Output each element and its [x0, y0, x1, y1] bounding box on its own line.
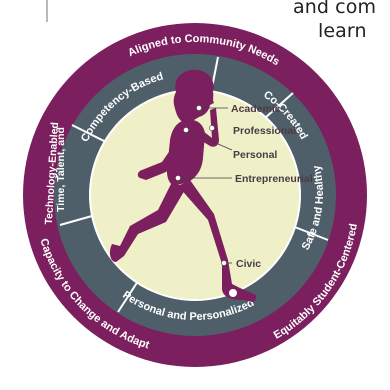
- label-professional: Professional: [233, 125, 296, 137]
- divider-bottom-left: [117, 277, 141, 313]
- running-person-icon: [109, 69, 257, 302]
- leader-personal: [185, 129, 233, 151]
- label-civic: Civic: [236, 258, 261, 270]
- marker-academic: [196, 105, 202, 111]
- marker-personal: [183, 127, 189, 133]
- page-text-line-1: and com: [293, 0, 377, 18]
- label-markers: [175, 105, 227, 266]
- label-entrepreneurial: Entrepreneurial: [235, 173, 313, 185]
- label-personal: Personal: [233, 149, 277, 161]
- page-side-rule: [46, 0, 48, 22]
- segment-label-time: Time, Talent, and: [55, 127, 67, 212]
- marker-entrepreneurial: [175, 175, 181, 181]
- marker-civic: [221, 260, 227, 266]
- divider-upper-left: [71, 124, 109, 144]
- runner-front-arm: [194, 108, 219, 147]
- divider-upper-right: [264, 92, 294, 119]
- runner-shoe-marker: [229, 289, 237, 297]
- marker-professional: [209, 125, 215, 131]
- label-academic: Academic: [231, 103, 281, 115]
- runner-back-leg: [109, 182, 186, 262]
- runner-back-arm: [137, 130, 190, 180]
- runner-head: [173, 69, 214, 126]
- runner-front-leg: [178, 180, 257, 302]
- page-text-line-2: learn: [318, 20, 367, 42]
